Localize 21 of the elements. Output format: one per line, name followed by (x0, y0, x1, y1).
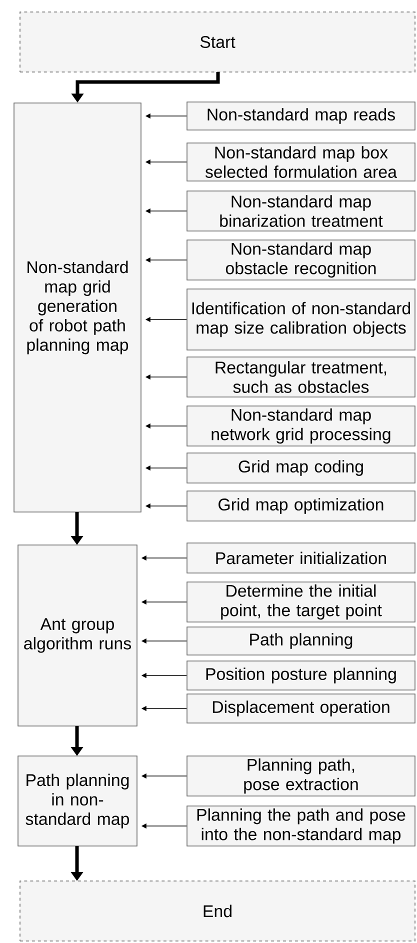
step-box: Non-standard map box selected formulation area (186, 142, 416, 182)
step-box: Planning path, pose extraction (186, 756, 416, 796)
step-box: Displacement operation (186, 694, 416, 724)
process-box: Non-standard map grid generation of robot path planning map (14, 102, 142, 512)
step-box: Parameter initialization (186, 542, 416, 574)
step-box: Planning the path and pose into the non-standard map (186, 806, 416, 846)
step-box: Determine the initial point, the target point (186, 582, 416, 622)
step-box: Rectangular treatment, such as obstacles (186, 356, 416, 398)
step-box: Non-standard map reads (186, 102, 416, 130)
terminal-box: Start (20, 12, 416, 72)
step-box: Non-standard map obstacle recognition (186, 240, 416, 280)
process-box: Path planning in non-standard map (18, 756, 138, 846)
step-box: Grid map optimization (186, 490, 416, 522)
step-box: Position posture planning (186, 660, 416, 690)
step-box: Path planning (186, 626, 416, 656)
step-box: Non-standard map network grid processing (186, 406, 416, 446)
step-box: Identification of non-standard map size calibration objects (186, 288, 416, 350)
step-box: Non-standard map binarization treatment (186, 190, 416, 232)
process-box: Ant group algorithm runs (18, 544, 138, 726)
terminal-box: End (20, 880, 416, 942)
step-box: Grid map coding (186, 452, 416, 484)
